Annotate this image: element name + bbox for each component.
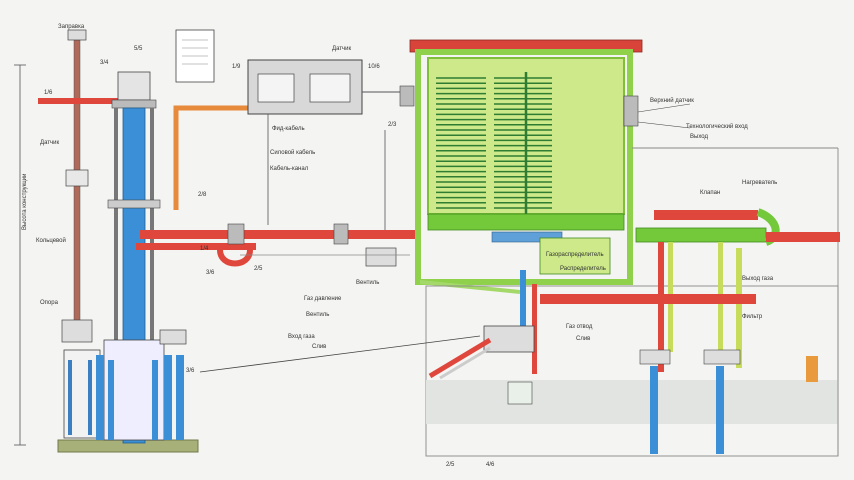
feed-pipe-orange <box>173 90 253 210</box>
label-cable2: Кабель-канал <box>270 166 309 172</box>
label-n5: 3/6 <box>206 270 215 276</box>
label-side-c: Опора <box>40 300 58 306</box>
label-bottom-a: 2/5 <box>446 462 455 468</box>
structure-frame <box>425 285 839 457</box>
label-center-note2: Распределитель <box>560 266 606 272</box>
label-feed-b: Слив <box>576 336 591 342</box>
label-left-height: Высота конструкции <box>22 173 28 230</box>
label-n3: 3/4 <box>100 60 109 66</box>
label-ctrl: Датчик <box>332 46 352 52</box>
controller-panel <box>247 59 363 115</box>
label-mid-title: Газ давление <box>304 296 342 302</box>
label-side-b: Кольцевой <box>36 238 66 244</box>
outlet-pipe <box>540 294 756 304</box>
label-ctrl-right: 10/6 <box>368 64 380 70</box>
label-n4: 2/8 <box>198 192 207 198</box>
label-cable1: Силовой кабель <box>270 150 316 156</box>
inlet-pipe <box>38 98 138 104</box>
label-n2: 5/5 <box>134 46 143 52</box>
heat-exchanger-right <box>635 208 840 246</box>
label-bottom-b: 4/6 <box>486 462 495 468</box>
label-v-bottom-a: Вентиль <box>356 280 380 286</box>
main-gas-pipe <box>140 230 418 239</box>
label-ref-num: 3/6 <box>186 368 195 374</box>
reactor-vessel <box>409 39 643 294</box>
label-feed-a: Газ отвод <box>566 324 593 330</box>
label-right-top3: Выход <box>690 134 708 140</box>
label-inlet-b: Слив <box>312 344 327 350</box>
label-right-top2: Технологический вход <box>686 124 748 130</box>
label-heater: Нагреватель <box>742 180 778 186</box>
label-n1: 1/6 <box>44 90 53 96</box>
label-mid-sub: Вентиль <box>306 312 330 318</box>
label-top-left: Заправка <box>58 24 85 30</box>
instrument-column <box>61 29 101 439</box>
label-small-a: 2/5 <box>254 266 263 272</box>
label-right-top: Верхний датчик <box>650 98 694 104</box>
label-box-num: 1/9 <box>232 64 241 70</box>
label-center-note: Газораспределитель <box>546 252 604 258</box>
label-small-c: 2/3 <box>388 122 397 128</box>
label-outlet-a: Выход газа <box>742 276 774 282</box>
label-side-a: Датчик <box>40 140 60 146</box>
label-ctrl-below: Фид-кабель <box>272 126 305 132</box>
label-small-b: 1/4 <box>200 246 209 252</box>
label-valve: Клапан <box>700 190 721 196</box>
reactor-tower <box>96 71 187 444</box>
label-outlet-b: Фильтр <box>742 314 763 320</box>
label-inlet-a: Вход газа <box>288 334 315 340</box>
heat-exchanger-tubes <box>436 77 552 209</box>
